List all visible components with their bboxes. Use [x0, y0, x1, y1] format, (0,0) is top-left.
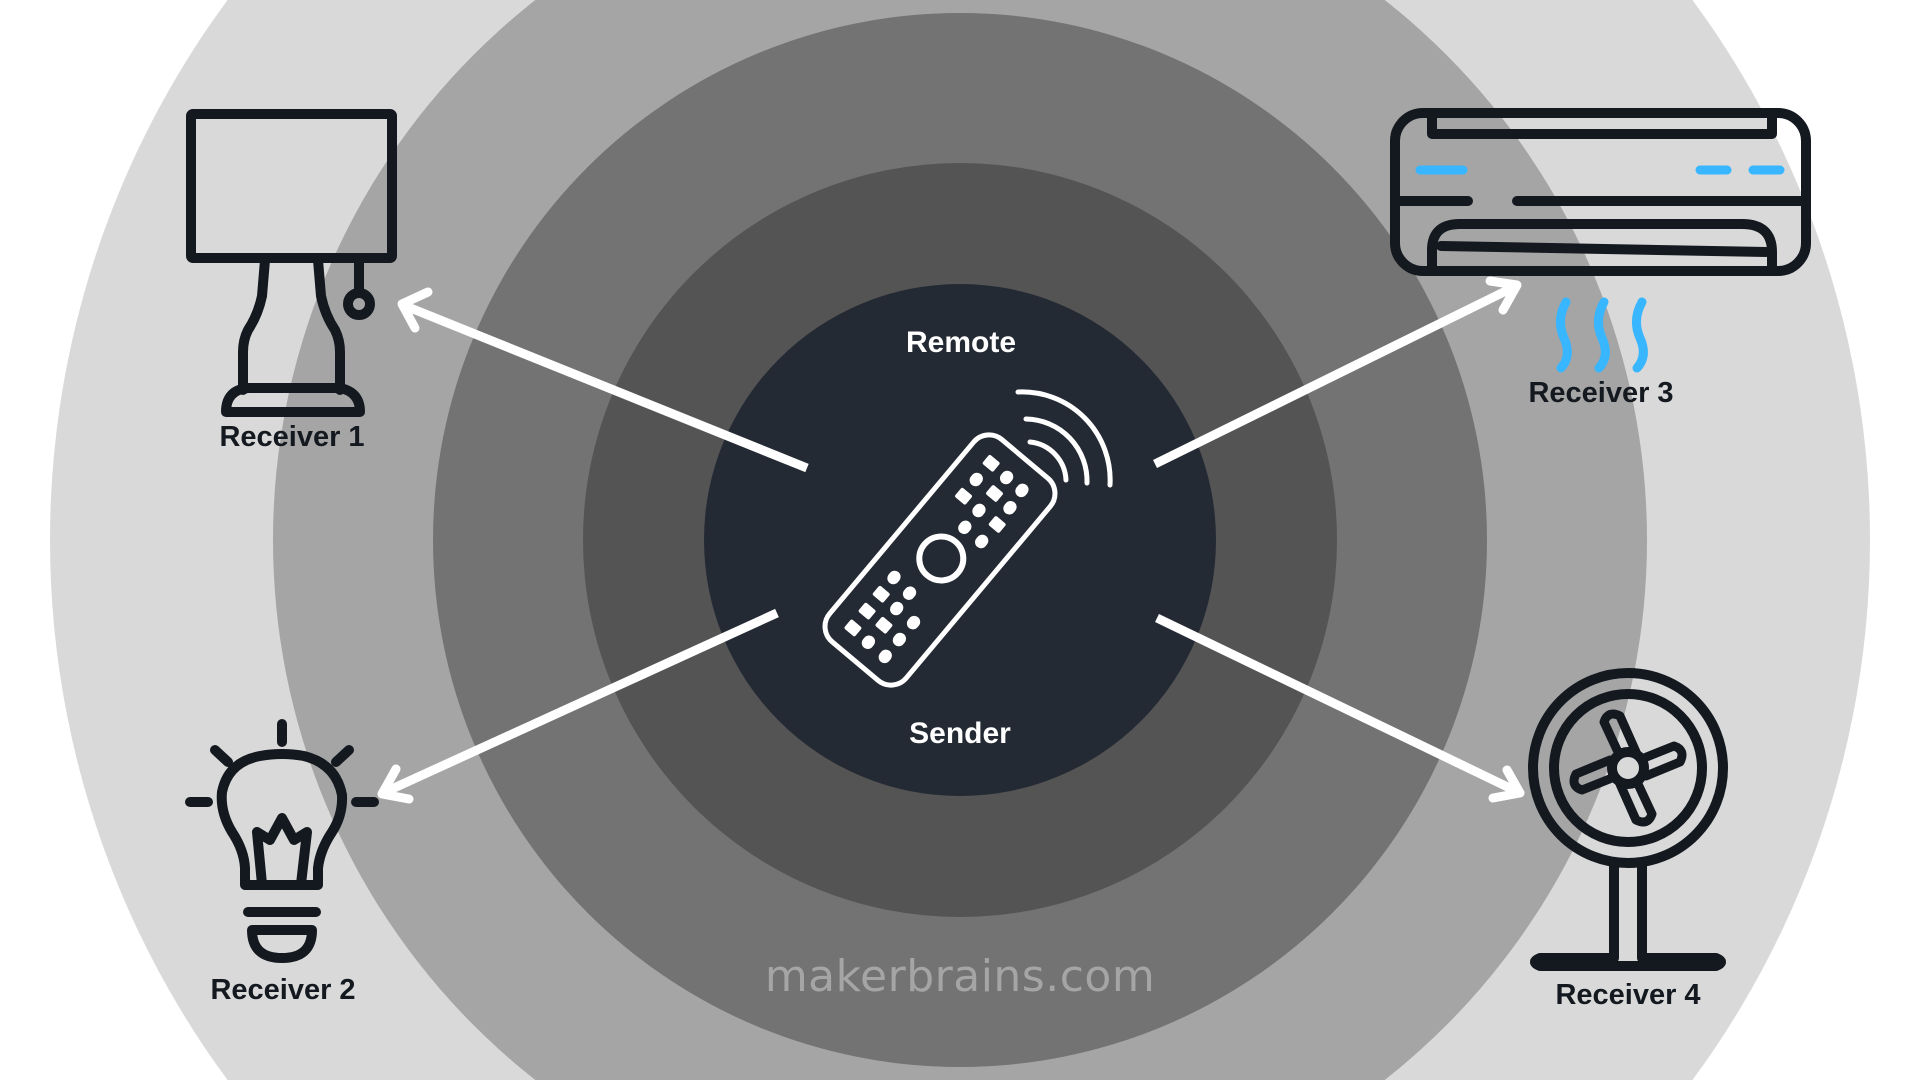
remote-control-icon: [822, 389, 1113, 688]
receiver-4-label: Receiver 4: [1555, 979, 1701, 1011]
watermark: makerbrains.com: [764, 951, 1156, 1002]
sender-label: Sender: [909, 717, 1011, 750]
air-conditioner-icon: [1390, 108, 1811, 373]
receiver-1-label: Receiver 1: [219, 421, 365, 453]
signal-rings: [50, 0, 1870, 1080]
arrow-to-receiver-3: [1153, 276, 1522, 469]
remote-label: Remote: [905, 326, 1017, 359]
standing-fan-icon: [1528, 668, 1728, 971]
signal-arrows: [377, 276, 1525, 804]
arrow-to-receiver-2: [377, 608, 779, 804]
arrow-to-receiver-4: [1155, 613, 1525, 803]
core-circle: [704, 284, 1216, 796]
arrow-to-receiver-1: [397, 287, 809, 473]
light-bulb-icon: [185, 719, 379, 963]
receiver-2-label: Receiver 2: [210, 974, 356, 1006]
receiver-3-label: Receiver 3: [1528, 377, 1674, 409]
table-lamp-icon: [186, 109, 397, 417]
signal-waves-icon: [1015, 389, 1113, 488]
